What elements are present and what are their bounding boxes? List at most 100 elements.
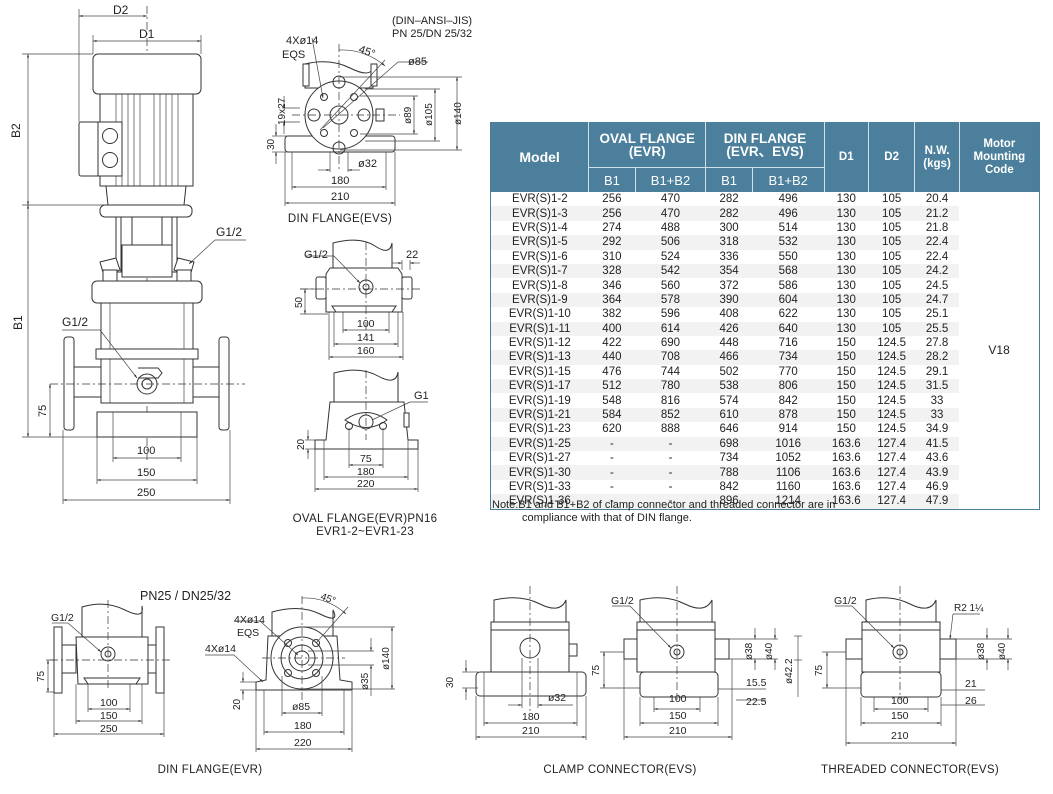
cell-model: EVR(S)1-7 bbox=[490, 263, 589, 279]
w21-label: 21 bbox=[965, 678, 977, 690]
w250-label: 250 bbox=[100, 723, 118, 735]
cell-model: EVR(S)1-19 bbox=[508, 394, 571, 407]
cell-d2: 105 bbox=[882, 193, 902, 206]
header-model: Model bbox=[490, 122, 589, 192]
cell-d2: 127.4 bbox=[868, 465, 915, 480]
header-din-b1b2: B1+B2 bbox=[751, 167, 825, 192]
cell-d2: 105 bbox=[868, 206, 915, 221]
cell-nw: 25.5 bbox=[914, 321, 960, 336]
cell-d1: 130 bbox=[824, 263, 869, 279]
cell-din-b1b2: 550 bbox=[778, 250, 798, 263]
cell-oval-b1b2: 816 bbox=[660, 394, 681, 407]
g12-label: G1/2 bbox=[304, 249, 328, 261]
oval-caption-line-2: EVR1-2~EVR1-23 bbox=[316, 526, 414, 538]
cell-model: EVR(S)1-3 bbox=[490, 206, 589, 221]
cell-d2: 127.4 bbox=[868, 436, 915, 452]
slot-label: 19x27 bbox=[277, 97, 288, 125]
oval-flange-evr-drawing: G1 20 75 180 220 bbox=[296, 369, 429, 492]
cell-d1: 130 bbox=[824, 235, 869, 250]
cell-din-b1: 372 bbox=[719, 279, 739, 292]
cell-din-b1b2: 842 bbox=[778, 394, 798, 407]
w210-label: 210 bbox=[331, 191, 349, 203]
cell-nw: 31.5 bbox=[914, 379, 960, 394]
cell-d2: 124.5 bbox=[868, 407, 915, 423]
cell-oval-b1b2: - bbox=[668, 452, 673, 465]
cell-oval-b1: 584 bbox=[588, 407, 636, 423]
cell-oval-b1: - bbox=[609, 481, 614, 493]
h50-label: 50 bbox=[294, 296, 305, 308]
h20-label: 20 bbox=[232, 698, 243, 710]
cell-oval-b1: 440 bbox=[588, 350, 636, 365]
cell-din-b1: 318 bbox=[705, 235, 753, 250]
cell-nw: 24.2 bbox=[914, 263, 960, 279]
header-d2: D2 bbox=[867, 122, 915, 192]
cell-din-b1: 502 bbox=[719, 365, 739, 378]
g12-label: G1/2 bbox=[834, 595, 857, 607]
cell-oval-b1b2: 744 bbox=[660, 365, 681, 378]
cell-d2: 124.5 bbox=[877, 394, 907, 407]
header-d1: D1 bbox=[823, 122, 869, 192]
cell-d2: 105 bbox=[882, 308, 902, 321]
h30-label: 30 bbox=[266, 138, 277, 150]
cell-nw: 24.5 bbox=[925, 279, 949, 292]
cell-model: EVR(S)1-25 bbox=[490, 436, 589, 452]
w180-label: 180 bbox=[331, 175, 349, 187]
cell-din-b1b2: 496 bbox=[778, 193, 798, 206]
w160-label: 160 bbox=[357, 345, 375, 357]
cell-oval-b1: 310 bbox=[602, 250, 622, 263]
w100-label: 100 bbox=[669, 693, 687, 705]
cell-model: EVR(S)1-12 bbox=[508, 337, 571, 350]
d40-label: ø40 bbox=[997, 642, 1008, 660]
cell-d2: 105 bbox=[868, 321, 915, 336]
dim-b1-label: B1 bbox=[11, 315, 25, 330]
header-motor-code-l2: Mounting bbox=[973, 151, 1026, 163]
cell-model: EVR(S)1-33 bbox=[508, 481, 571, 493]
h75-label: 75 bbox=[814, 664, 825, 676]
din-flange-evr-caption: DIN FLANGE(EVR) bbox=[157, 764, 263, 776]
cell-d2: 124.5 bbox=[877, 423, 907, 436]
cell-oval-b1: 422 bbox=[602, 337, 622, 350]
w180-label: 180 bbox=[357, 466, 375, 478]
cell-nw: 33 bbox=[914, 407, 960, 423]
note-line-2: compliance with that of DIN flange. bbox=[522, 512, 692, 524]
clamp-connector-drawing: 30 ø32 180 210 G1/2 75 ø3 bbox=[445, 586, 795, 740]
din-flange-evs-drawing: (DIN–ANSI–JIS) PN 25/DN 25/32 4Xø14 EQS … bbox=[266, 15, 472, 206]
cell-din-b1b2: 604 bbox=[752, 292, 825, 308]
h20-label: 20 bbox=[296, 438, 307, 450]
w100-label: 100 bbox=[891, 695, 909, 707]
w220-label: 220 bbox=[357, 478, 375, 490]
cell-d1: 163.6 bbox=[824, 465, 869, 480]
cell-oval-b1: 400 bbox=[588, 321, 636, 336]
cell-din-b1: 426 bbox=[705, 321, 753, 336]
cell-din-b1: 448 bbox=[719, 337, 739, 350]
cell-d1: 130 bbox=[836, 193, 856, 206]
threaded-connector-caption: THREADED CONNECTOR(EVS) bbox=[821, 764, 999, 776]
threaded-connector-drawing: G1/2 R2 1¼ 75 ø38 ø40 21 26 100 150 210 bbox=[794, 586, 1012, 746]
cell-oval-b1b2: 852 bbox=[635, 407, 706, 423]
cell-nw: 22.4 bbox=[925, 250, 949, 263]
cell-oval-b1: - bbox=[609, 452, 614, 465]
oval-flange-evr-caption: OVAL FLANGE(EVR)PN16 EVR1-2~EVR1-23 bbox=[265, 513, 465, 539]
cell-oval-b1b2: 690 bbox=[660, 337, 681, 350]
cell-din-b1b2: 622 bbox=[778, 308, 798, 321]
cell-oval-b1: - bbox=[588, 436, 636, 452]
angle-label: 45° bbox=[319, 591, 337, 607]
cell-din-b1b2: 806 bbox=[752, 379, 825, 394]
clamp-connector-caption: CLAMP CONNECTOR(EVS) bbox=[543, 764, 697, 776]
cell-oval-b1b2: 524 bbox=[660, 250, 681, 263]
cell-oval-b1b2: 560 bbox=[660, 279, 681, 292]
din-evr-title: PN25 / DN25/32 bbox=[140, 589, 231, 603]
header-oval-flange: OVAL FLANGE (EVR) bbox=[588, 122, 706, 168]
cell-oval-b1b2: 470 bbox=[660, 193, 681, 206]
cell-model: EVR(S)1-13 bbox=[490, 350, 589, 365]
header-oval-flange-title: OVAL FLANGE bbox=[599, 131, 696, 146]
header-oval-b1b2: B1+B2 bbox=[634, 167, 706, 192]
header-nw-title: N.W. bbox=[924, 144, 950, 157]
cell-d2: 124.5 bbox=[868, 350, 915, 365]
header-oval-b1: B1 bbox=[588, 167, 636, 192]
